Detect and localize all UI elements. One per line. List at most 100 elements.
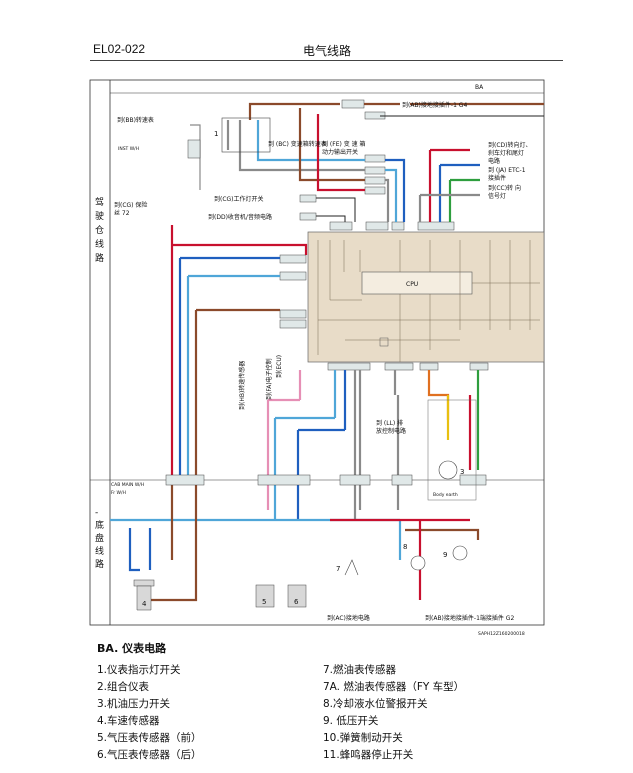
wire-gray-switch	[226, 120, 365, 172]
reference-code: SAPH12Z160200018	[478, 631, 525, 637]
label-to-cg-work: 到(CG)工作灯开关	[214, 195, 264, 203]
pressure-sensor-6: 6	[287, 584, 307, 608]
svg-text:6: 6	[294, 598, 299, 606]
wire-gray-cc	[418, 193, 480, 222]
wire-green-cc	[448, 178, 480, 222]
page-header: EL02-022 电气线路	[0, 0, 633, 62]
component-1-number: 1	[214, 130, 218, 138]
pressure-sensor-5: 5	[255, 584, 275, 608]
page-title: 电气线路	[303, 44, 352, 58]
label-to-bb: 到(BB)转速表	[117, 116, 154, 124]
oil-pressure-switch-3: 3	[438, 460, 464, 480]
cab-main-connectors	[165, 474, 487, 486]
legend-right-column: 7.燃油表传感器 7A. 燃油表传感器（FY 车型） 8.冷却液水位警报开关 9…	[323, 662, 549, 764]
legend-item: 8.冷却液水位警报开关	[323, 698, 428, 710]
label-to-ab-g2: 到(AB)接地接插件-1端接插件 G2	[425, 614, 514, 622]
indicator-switch-component	[221, 117, 271, 153]
page-code: EL02-022	[93, 42, 146, 56]
legend-item: 7A. 燃油表传感器（FY 车型）	[323, 681, 465, 693]
wire-blue-speed	[178, 256, 280, 480]
wire-skyblue-switch	[256, 120, 365, 162]
legend-item: 5.气压表传感器（前）	[97, 732, 202, 744]
wire-skyblue-chassis	[110, 518, 402, 560]
cluster-bottom-connectors	[327, 362, 489, 371]
wire-black-dd	[316, 215, 346, 222]
section-ba-top: BA	[475, 84, 484, 91]
legend-item: 2.组合仪表	[97, 681, 150, 693]
svg-text:9: 9	[443, 551, 447, 559]
cpu-label: CPU	[406, 281, 418, 288]
component-legend: BA. 仪表电路 1.仪表指示灯开关 2.组合仪表 3.机油压力开关 4.车速传…	[97, 640, 597, 764]
wire-skyblue-tach	[186, 274, 280, 480]
legend-left-column: 1.仪表指示灯开关 2.组合仪表 3.机油压力开关 4.车速传感器 5.气压表传…	[97, 662, 323, 764]
wire-gray-ll	[393, 370, 400, 510]
svg-text:7: 7	[336, 565, 340, 573]
wire-brown-chassis	[405, 528, 480, 540]
instrument-cluster-block	[307, 231, 545, 363]
wire-red-switch	[316, 114, 365, 192]
wire-gray-fuel	[353, 370, 362, 520]
label-to-cg-fuse: 到(CG) 保险丝 72	[114, 201, 147, 217]
wiring-diagram: BA BA 驾驶仓线路 -底盘线路 CAB MAIN W/H Fr W/H IN…	[89, 79, 545, 637]
wire-skyblue-fe	[385, 168, 398, 222]
legend-item: 11.蜂鸣器停止开关	[323, 749, 414, 761]
wire-brown-oil	[194, 308, 280, 480]
cab-main-wh-label: CAB MAIN W/H	[111, 482, 144, 488]
cluster-internal-lines	[317, 240, 540, 362]
label-to-hb: 到(HB)转速传感器	[238, 361, 246, 410]
label-to-fe: 到 (FE) 变 速 箱动力输出开关	[322, 140, 366, 156]
cluster-left-connectors	[279, 254, 307, 329]
label-to-ll: 到 (LL) 排放控制电路	[376, 419, 406, 435]
section-chassis-label: -底盘线路	[95, 508, 104, 570]
wire-pink-pressure	[266, 370, 302, 510]
svg-text:5: 5	[262, 598, 266, 606]
cluster-top-connectors	[329, 221, 455, 231]
label-to-cd: 到(CD)转向灯、刹车灯和尾灯电路	[488, 141, 532, 165]
wire-blue-ja	[438, 163, 480, 222]
section-cab-label: 驾驶仓线路	[95, 197, 104, 264]
legend-item: 9. 低压开关	[323, 715, 379, 727]
oil-switch-frame	[427, 399, 477, 501]
wire-black-cg	[316, 197, 356, 222]
speed-sensor-4: 4	[133, 579, 155, 611]
wire-gray-fe	[385, 178, 390, 222]
wire-blue-chassis	[128, 528, 152, 572]
wire-brown-switch	[298, 108, 365, 182]
low-pressure-switch-9: 9	[443, 545, 468, 561]
legend-item: 6.气压表传感器（后）	[97, 749, 202, 761]
body-earth-label: Body earth	[433, 492, 458, 498]
wire-red-fuse	[170, 225, 308, 480]
wire-red-cd	[428, 148, 470, 222]
legend-item: 10.弹簧制动开关	[323, 732, 403, 744]
svg-text:4: 4	[142, 600, 147, 608]
legend-item: 3.机油压力开关	[97, 698, 171, 710]
legend-item: 1.仪表指示灯开关	[97, 664, 181, 676]
cluster-element	[379, 337, 389, 347]
legend-item: 7.燃油表传感器	[323, 664, 397, 676]
svg-text:8: 8	[403, 543, 407, 551]
wire-gray-inst	[190, 124, 201, 190]
wire-blue-fe	[385, 158, 406, 222]
wire-blue-pressure	[296, 370, 347, 520]
wire-orange-gauge	[427, 370, 450, 420]
legend-heading: BA. 仪表电路	[97, 642, 167, 655]
header-rule	[90, 60, 563, 61]
legend-item: 4.车速传感器	[97, 715, 160, 727]
label-to-ab-g4: 到(AB)接地接插件-1 G4	[402, 101, 467, 109]
label-to-cc: 到(CC)转 向信号灯	[488, 184, 521, 200]
svg-text:3: 3	[460, 468, 464, 476]
wire-skyblue-pressure	[273, 370, 337, 520]
label-to-fa: 到(FA)电子控制	[265, 358, 273, 400]
fuel-sender-7: 7	[336, 559, 359, 576]
coolant-switch-8: 8	[403, 543, 426, 571]
label-to-ac: 到(AC)接地电路	[327, 614, 370, 622]
label-to-bc: 到 (BC) 变速箱转速表	[268, 140, 327, 148]
label-to-dd: 到(DD)收音机/音频电路	[208, 213, 272, 221]
inst-wh-label: INST W/H	[118, 146, 139, 152]
label-to-ecu: 到(ECU)	[276, 355, 283, 378]
wire-brown-top	[248, 102, 340, 120]
inst-connector	[187, 139, 201, 159]
wire-brown-sensor	[150, 480, 198, 602]
fr-wh-label: Fr W/H	[111, 490, 126, 496]
